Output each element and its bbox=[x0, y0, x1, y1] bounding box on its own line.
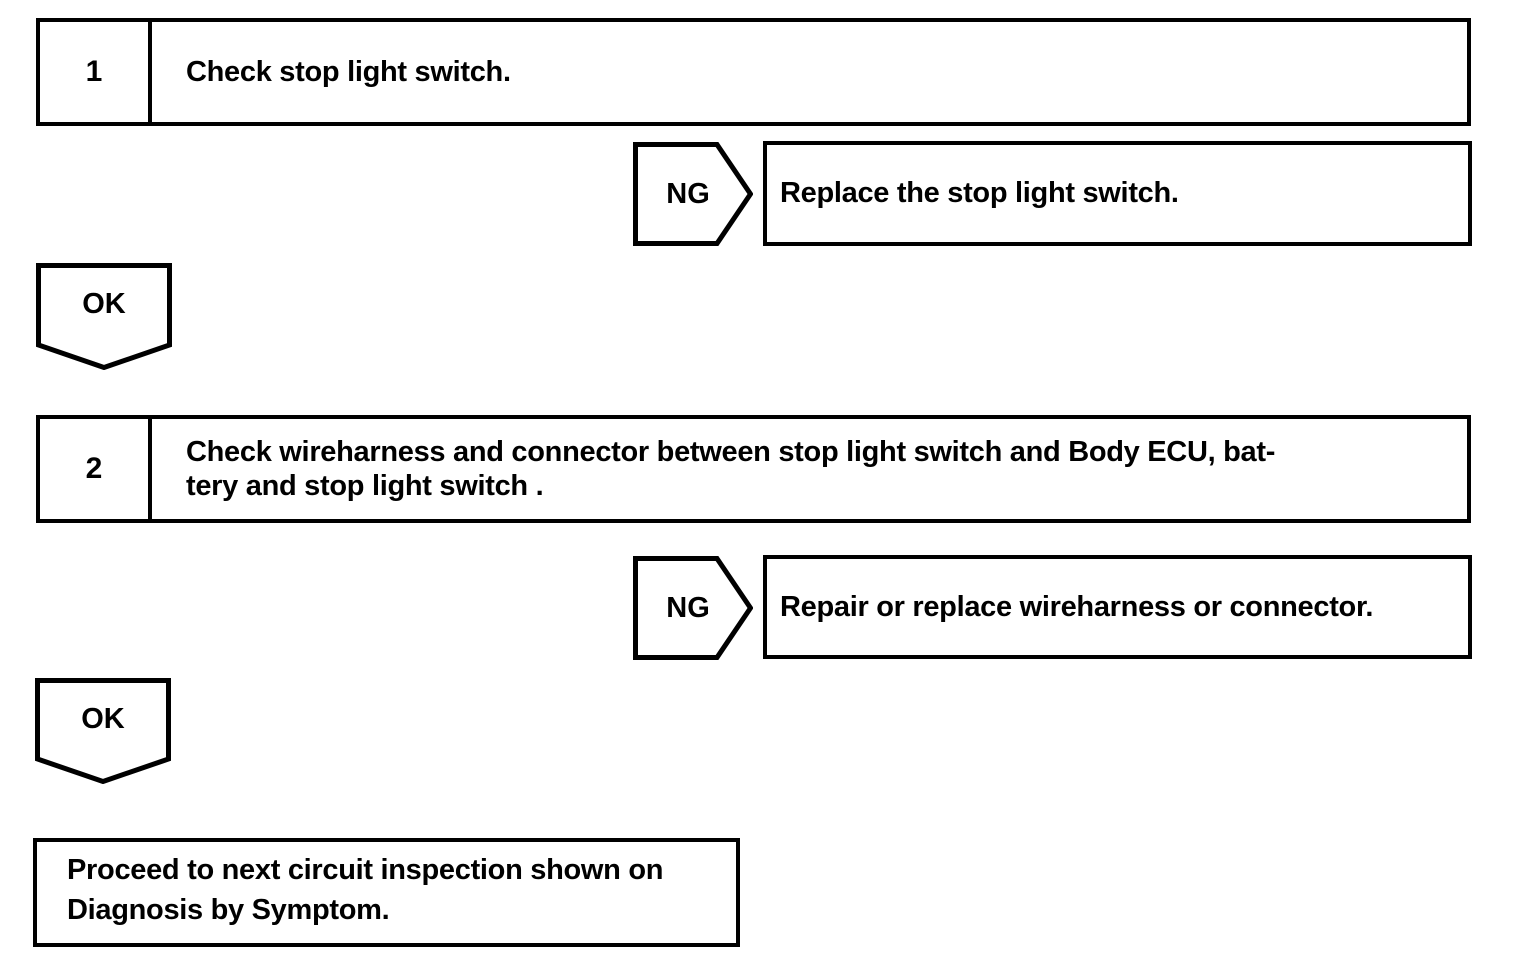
ok-down-arrow-pentagon-icon bbox=[36, 263, 172, 370]
ng-right-arrow-pentagon-icon bbox=[633, 556, 753, 660]
step-2-ng-connector: NG bbox=[633, 556, 753, 660]
step-1-box: 1 Check stop light switch. bbox=[36, 18, 1471, 126]
step-1-ok-connector: OK bbox=[36, 263, 172, 370]
final-instruction-box: Proceed to next circuit inspection shown… bbox=[33, 838, 740, 947]
step-2-ng-result-box: Repair or replace wireharness or connect… bbox=[763, 555, 1472, 659]
step-2-instruction: Check wireharness and connector between … bbox=[152, 419, 1467, 519]
step-1-instruction-line: Check stop light switch. bbox=[186, 56, 511, 88]
step-2-instruction-line-2: tery and stop light switch . bbox=[186, 470, 544, 502]
step-2-instruction-line-1: Check wireharness and connector between … bbox=[186, 436, 1276, 468]
step-2-box: 2 Check wireharness and connector betwee… bbox=[36, 415, 1471, 523]
step-2-ng-label: NG bbox=[666, 591, 710, 624]
step-1-ng-label: NG bbox=[666, 177, 710, 210]
step-1-ng-result-box: Replace the stop light switch. bbox=[763, 141, 1472, 246]
step-1-ng-connector: NG bbox=[633, 142, 753, 246]
step-1-ok-label: OK bbox=[82, 287, 126, 320]
final-instruction-line-2: Diagnosis by Symptom. bbox=[67, 894, 390, 926]
step-1-instruction: Check stop light switch. bbox=[152, 22, 1467, 122]
ok-down-arrow-pentagon-icon bbox=[35, 678, 171, 784]
step-2-ok-label: OK bbox=[81, 702, 125, 735]
ng-right-arrow-pentagon-icon bbox=[633, 142, 753, 246]
final-instruction-line-1: Proceed to next circuit inspection shown… bbox=[67, 854, 664, 886]
step-1-ng-result-text: Replace the stop light switch. bbox=[780, 177, 1179, 209]
step-2-ok-connector: OK bbox=[35, 678, 171, 784]
step-2-number: 2 bbox=[40, 419, 152, 519]
step-2-ng-result-text: Repair or replace wireharness or connect… bbox=[780, 590, 1374, 623]
step-1-number: 1 bbox=[40, 22, 152, 122]
